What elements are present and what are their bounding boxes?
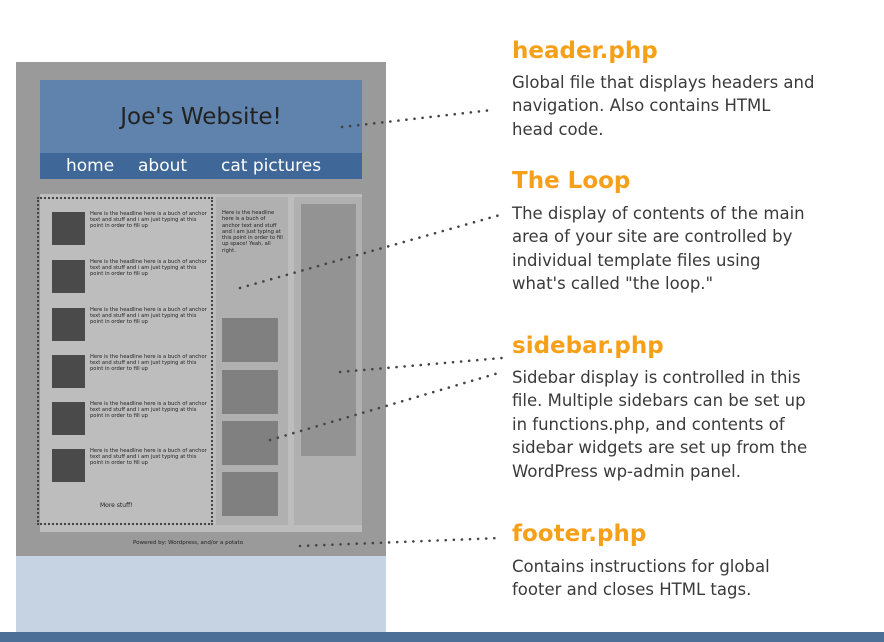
post-text: Here is the headline here is a buch of a… [90, 448, 207, 466]
section-title-the-loop: The Loop [512, 168, 631, 194]
connector-loop [238, 213, 502, 290]
body-line: sidebar widgets are set up from the [512, 438, 808, 458]
post-text: Here is the headline here is a buch of a… [90, 401, 207, 419]
bottom-rule [0, 632, 884, 642]
body-line: in functions.php, and contents of [512, 414, 785, 434]
post-text: Here is the headline here is a buch of a… [90, 259, 207, 277]
widget-block [222, 370, 278, 414]
middle-column-text: Here is the headline here is a buch of a… [222, 210, 283, 254]
connector-widget [268, 370, 504, 442]
post-thumbnail [52, 355, 85, 388]
post-thumbnail [52, 449, 85, 482]
nav-link-about[interactable]: about [138, 156, 188, 176]
body-line: individual template files using [512, 250, 761, 270]
section-title-sidebar-php: sidebar.php [512, 333, 664, 359]
body-line: Sidebar display is controlled in this [512, 368, 801, 387]
mockup-sidebar-block [301, 204, 356, 456]
body-line: Global file that displays headers and [512, 73, 815, 92]
body-line: area of your site are controlled by [512, 227, 793, 247]
more-stuff-text: More stuff! [100, 502, 133, 509]
widget-block [222, 421, 278, 465]
post-thumbnail [52, 260, 85, 293]
body-line: what's called "the loop." [512, 274, 714, 294]
mockup-header [40, 80, 362, 153]
body-line: head code. [512, 119, 604, 139]
body-line: Contains instructions for global [512, 557, 770, 576]
connector-header [340, 108, 494, 129]
widget-block [222, 318, 278, 362]
body-line: WordPress wp-admin panel. [512, 461, 741, 481]
section-title-header-php: header.php [512, 38, 658, 64]
post-thumbnail [52, 402, 85, 435]
body-line: file. Multiple sidebars can be set up [512, 391, 806, 411]
section-body-header-php: Global file that displays headers and na… [512, 71, 872, 141]
connector-sidebar [338, 356, 504, 374]
connector-footer [298, 536, 502, 548]
post-text: Here is the headline here is a buch of a… [90, 211, 207, 229]
widget-block [222, 472, 278, 516]
mockup-nav-bar [40, 153, 362, 179]
post-thumbnail [52, 212, 85, 245]
nav-link-cat-pictures[interactable]: cat pictures [221, 156, 322, 176]
post-thumbnail [52, 308, 85, 341]
body-line: footer and closes HTML tags. [512, 580, 752, 600]
mockup-footer-text: Powered by: Wordpress, and/or a potato [133, 540, 244, 546]
nav-link-home[interactable]: home [66, 156, 115, 176]
section-body-footer-php: Contains instructions for global footer … [512, 555, 872, 602]
body-line: The display of contents of the main [512, 204, 805, 223]
post-text: Here is the headline here is a buch of a… [90, 307, 207, 325]
loop-highlight-box [37, 197, 213, 525]
body-line: navigation. Also contains HTML [512, 96, 771, 116]
site-title: Joe's Website! [120, 104, 282, 130]
section-body-the-loop: The display of contents of the main area… [512, 202, 872, 296]
post-text: Here is the headline here is a buch of a… [90, 354, 207, 372]
section-body-sidebar-php: Sidebar display is controlled in this fi… [512, 366, 872, 483]
section-title-footer-php: footer.php [512, 521, 647, 547]
